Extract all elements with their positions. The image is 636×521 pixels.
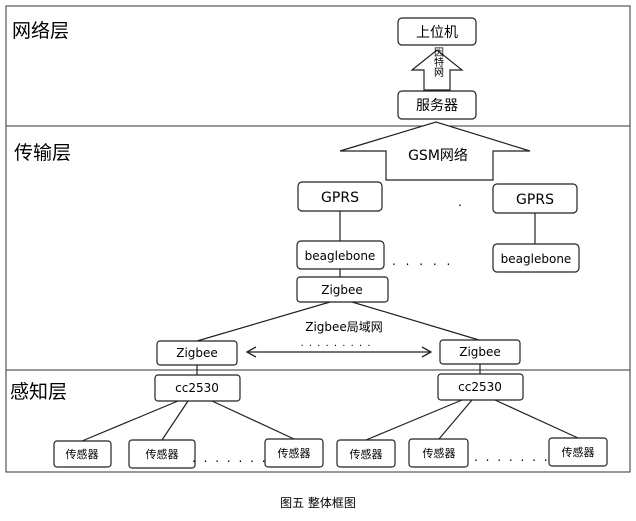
gprs-separator-dot: . [458, 195, 462, 209]
connector-cc-left-sensor-3 [211, 400, 295, 440]
zigbee-lan-label: Zigbee局域网 [305, 320, 383, 334]
sensor-box [128, 439, 196, 469]
connector-cc-right-sensor-1 [365, 399, 463, 441]
connector-zigbee-left [196, 301, 331, 342]
sensor-label: 传感器 [66, 448, 99, 461]
connector-cc-left-sensor-1 [81, 400, 179, 442]
zigbee-link-arrowhead-right [421, 346, 433, 358]
sensor-label: 传感器 [562, 446, 595, 459]
sensor-box [53, 440, 112, 468]
beaglebone-right-box [492, 243, 580, 273]
cc2530-left-label: cc2530 [175, 381, 219, 395]
connector-cc-right-sensor-2 [438, 399, 473, 440]
internet-arrow [410, 49, 464, 91]
sensor-box [408, 438, 469, 468]
sensor-box [548, 437, 608, 467]
sensor-ellipsis-right: . . . . . . . [474, 450, 550, 464]
sensor-ellipsis-left: . . . . . . . [192, 451, 268, 465]
zigbee-left-label: Zigbee [176, 346, 218, 360]
connector-cc-right-sensor-3 [494, 399, 579, 439]
layer-label-perception: 感知层 [10, 381, 67, 403]
internet-label: 因特网 [432, 47, 444, 78]
sensor-label: 传感器 [423, 447, 456, 460]
server-label: 服务器 [416, 98, 458, 114]
layer-label-network: 网络层 [12, 20, 69, 42]
sensor-box [264, 438, 324, 468]
sensor-label: 传感器 [350, 448, 383, 461]
gsm-network-label: GSM网络 [408, 148, 468, 164]
cc2530-right-label: cc2530 [458, 380, 502, 394]
beaglebone-ellipsis: . . . . . [392, 254, 453, 268]
gprs-right-label: GPRS [516, 192, 554, 208]
beaglebone-right-label: beaglebone [501, 252, 572, 266]
cc2530-left-box [154, 374, 241, 402]
cc2530-right-box [437, 373, 524, 401]
sensor-label: 传感器 [278, 447, 311, 460]
zigbee-lan-ellipsis: . . . . . . . . . [300, 338, 371, 349]
zigbee-right-label: Zigbee [459, 345, 501, 359]
sensor-label: 传感器 [146, 448, 179, 461]
connector-cc-left-sensor-2 [161, 400, 189, 441]
server-box [397, 90, 477, 120]
host-computer-box [397, 17, 477, 46]
host-computer-label: 上位机 [416, 25, 458, 41]
layer-label-transport: 传输层 [14, 142, 71, 164]
zigbee-coordinator-box [296, 276, 389, 303]
gsm-network-arrow [339, 121, 531, 181]
connector-zigbee-right [351, 301, 480, 341]
beaglebone-left-label: beaglebone [305, 249, 376, 263]
gprs-left-label: GPRS [321, 190, 359, 206]
zigbee-link-arrowhead-left [245, 346, 257, 358]
figure-caption: 图五 整体框图 [280, 496, 356, 510]
zigbee-coordinator-label: Zigbee [321, 283, 363, 297]
sensor-box [336, 439, 396, 468]
outer-frame [5, 5, 631, 473]
